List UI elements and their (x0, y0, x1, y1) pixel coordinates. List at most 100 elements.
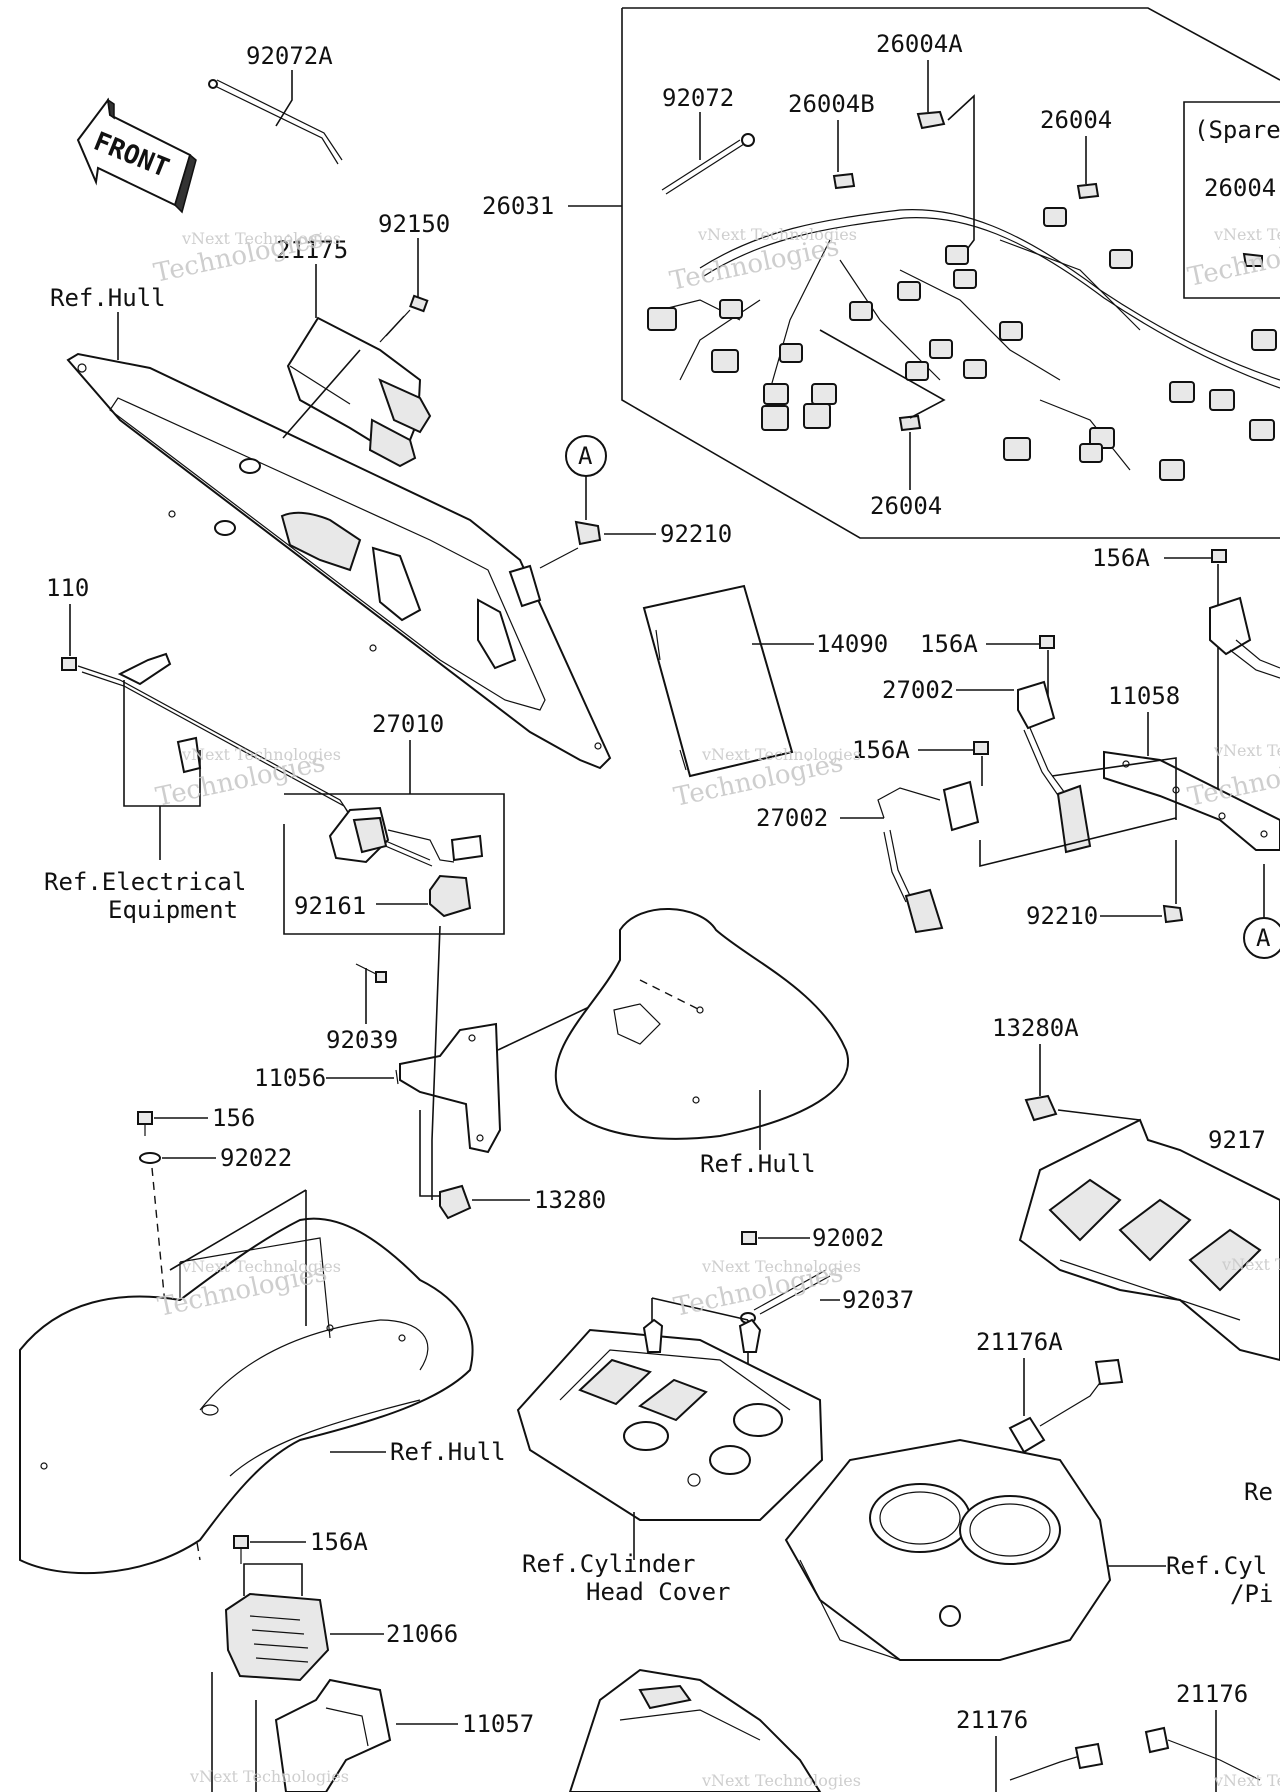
part-label: 92161 (294, 892, 366, 920)
part-label: 26004 (1040, 106, 1112, 134)
part-label: 21066 (386, 1620, 458, 1648)
part-label: 92037 (842, 1286, 914, 1314)
fuse-26004-bottom (898, 414, 922, 432)
part-label: 26031 (482, 192, 554, 220)
washer-92022 (139, 1152, 161, 1164)
label-sheet-14090 (642, 584, 794, 778)
bolt-156a (1211, 549, 1227, 563)
svg-text:vNext Technologies: vNext Technologies (697, 225, 857, 244)
sensor-21176a (1008, 1358, 1124, 1454)
spare-box (1183, 101, 1280, 299)
part-label: 11058 (1108, 682, 1180, 710)
bolt-110 (61, 657, 77, 671)
clip-nut-92210 (1162, 904, 1184, 924)
ref-cylinder-head-label: Ref.Cylinder (522, 1550, 695, 1578)
part-label: 21176A (976, 1328, 1063, 1356)
ref-right-label: Re (1244, 1478, 1273, 1506)
part-label: 92072A (246, 42, 333, 70)
callout-a-right-label: A (1256, 924, 1271, 952)
ref-hull-label-top: Ref.Hull (50, 284, 166, 312)
cylinder-block (784, 1438, 1112, 1661)
part-label: 156 (212, 1104, 255, 1132)
sensor-27002-upper (1017, 680, 1092, 854)
bolt-92150 (379, 294, 429, 343)
spare-label: (Spare (1194, 116, 1280, 144)
hull-section-mid (554, 908, 849, 1140)
part-label: 92210 (1026, 902, 1098, 930)
part-label: 27002 (882, 676, 954, 704)
part-label: 14090 (816, 630, 888, 658)
part-label: 92022 (220, 1144, 292, 1172)
sensor-27002-lower (877, 780, 980, 934)
fuse-26004 (1076, 182, 1100, 200)
relay-group-box (283, 793, 505, 935)
clamp-13280a (1024, 1094, 1058, 1122)
svg-text:vNext Technologies: vNext Technologies (189, 1767, 349, 1786)
part-label: 156A (852, 736, 910, 764)
svg-text:vNext Technologies: vNext Technologies (181, 745, 341, 764)
cable-tie-92072 (661, 133, 755, 195)
svg-text:vNext Technologies: vNext Technologies (1213, 225, 1280, 244)
part-label: 92150 (378, 210, 450, 238)
spare-fuse-icon (1242, 252, 1263, 267)
part-label: 21176 (956, 1706, 1028, 1734)
part-label: 156A (1092, 544, 1150, 572)
bolt-156a (1039, 635, 1055, 649)
cylinder-head-cover (516, 1318, 824, 1521)
part-label: 26004 (1204, 174, 1276, 202)
bolt-156a (233, 1535, 249, 1549)
part-label: 27002 (756, 804, 828, 832)
part-label: 156A (310, 1528, 368, 1556)
part-label: 26004 (870, 492, 942, 520)
throttle-body-bottom (568, 1668, 822, 1792)
svg-text:vNext Technologies: vNext Technologies (701, 745, 861, 764)
hull-plate-top (66, 352, 612, 770)
clip-nut-92210-top (574, 520, 602, 546)
ref-hull-label-mid: Ref.Hull (700, 1150, 816, 1178)
fuse-26004a (916, 110, 946, 130)
bolt-156 (137, 1111, 153, 1125)
front-arrow-icon: FRONT (76, 97, 197, 214)
sensor-right (1209, 596, 1280, 679)
bolt-92002 (741, 1231, 757, 1245)
part-label: 26004A (876, 30, 963, 58)
part-label: 21176 (1176, 1680, 1248, 1708)
ground-lead-cable (77, 652, 433, 867)
svg-text:vNext Technologies: vNext Technologies (701, 1771, 861, 1790)
hull-section-bottom (19, 1217, 474, 1575)
regulator-21066 (224, 1592, 330, 1682)
part-label: 156A (920, 630, 978, 658)
ref-hull-label-bottom: Ref.Hull (390, 1438, 506, 1466)
svg-text:vNext Technologies: vNext Technologies (181, 229, 341, 248)
part-label: 21175 (276, 236, 348, 264)
ref-cyl-piston-label: Ref.Cyl (1166, 1552, 1267, 1580)
relay-27010 (328, 806, 484, 864)
svg-text:vNext Technologies: vNext Technologies (701, 1257, 861, 1276)
part-label: 26004B (788, 90, 875, 118)
bracket-11056 (395, 1022, 502, 1154)
clamp-13280 (439, 1184, 472, 1220)
part-label: 92002 (812, 1224, 884, 1252)
intake-manifold (1018, 1118, 1280, 1362)
part-label: 11057 (462, 1710, 534, 1738)
sensor-21176-right (1144, 1726, 1261, 1781)
fuse-26004b (832, 172, 856, 190)
part-label: 9217 (1208, 1126, 1266, 1154)
harness-connectors (647, 207, 1277, 481)
part-label: 92039 (326, 1026, 398, 1054)
relay-cover-92161 (429, 874, 472, 918)
main-wiring-harness (659, 208, 1280, 471)
svg-text:vNext Technologies: vNext Technologies (1213, 1771, 1280, 1790)
part-label: 13280A (992, 1014, 1079, 1042)
part-label: 110 (46, 574, 89, 602)
ref-cyl-piston-label-2: /Pi (1230, 1580, 1273, 1608)
part-label: 92210 (660, 520, 732, 548)
ref-cylinder-head-label-2: Head Cover (586, 1578, 731, 1606)
sensor-21176 (1009, 1742, 1104, 1781)
bolt-92039 (355, 963, 387, 983)
cable-tie-92072a (208, 79, 343, 165)
bracket-11057 (274, 1678, 392, 1792)
svg-text:vNext Technologies: vNext Technologies (1213, 741, 1280, 760)
control-module-21175 (286, 316, 432, 468)
